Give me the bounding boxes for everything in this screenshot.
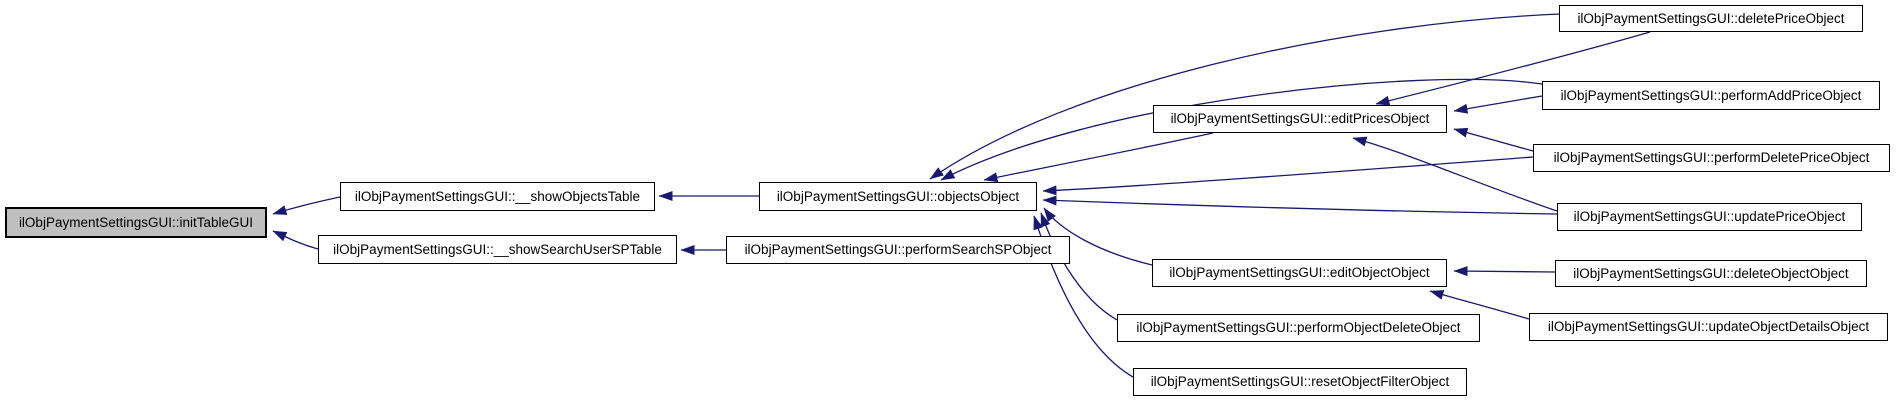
node-performSearchSPObject[interactable]: ilObjPaymentSettingsGUI::performSearchSP… (726, 236, 1070, 264)
node-editObjectObject[interactable]: ilObjPaymentSettingsGUI::editObjectObjec… (1152, 259, 1447, 287)
edge-performAddPriceObject-to-editPricesObject (1453, 95, 1543, 114)
node-showObjectsTable[interactable]: ilObjPaymentSettingsGUI::__showObjectsTa… (340, 182, 655, 211)
node-editPricesObject[interactable]: ilObjPaymentSettingsGUI::editPricesObjec… (1153, 105, 1447, 133)
node-performObjectDeleteObject[interactable]: ilObjPaymentSettingsGUI::performObjectDe… (1117, 314, 1480, 342)
node-updateObjectDetailsObject[interactable]: ilObjPaymentSettingsGUI::updateObjectDet… (1529, 313, 1888, 341)
edge-editObjectObject-to-objectsObject (1043, 207, 1153, 266)
node-updatePriceObject[interactable]: ilObjPaymentSettingsGUI::updatePriceObje… (1557, 203, 1862, 231)
node-deleteObjectObject[interactable]: ilObjPaymentSettingsGUI::deleteObjectObj… (1555, 260, 1867, 287)
node-resetObjectFilterObject[interactable]: ilObjPaymentSettingsGUI::resetObjectFilt… (1133, 368, 1467, 396)
node-initTableGUI: ilObjPaymentSettingsGUI::initTableGUI (5, 207, 267, 238)
edge-updatePriceObject-to-objectsObject (1042, 195, 1558, 215)
node-deletePriceObject[interactable]: ilObjPaymentSettingsGUI::deletePriceObje… (1559, 5, 1863, 32)
edge-showSearchUserSPTable-to-initTableGUI (272, 230, 319, 250)
edge-deletePriceObject-to-objectsObject (929, 13, 1560, 180)
edge-performDeletePriceObject-to-objectsObject (1042, 156, 1534, 196)
edge-performObjectDeleteObject-to-objectsObject (1040, 212, 1118, 321)
node-objectsObject[interactable]: ilObjPaymentSettingsGUI::objectsObject (759, 182, 1037, 211)
edge-showObjectsTable-to-initTableGUI (272, 196, 341, 215)
edge-performDeletePriceObject-to-editPricesObject (1453, 127, 1534, 152)
node-performDeletePriceObject[interactable]: ilObjPaymentSettingsGUI::performDeletePr… (1533, 144, 1890, 172)
edge-deletePriceObject-to-editPricesObject (1375, 31, 1651, 106)
edge-editPricesObject-to-objectsObject (983, 132, 1214, 183)
edge-resetObjectFilterObject-to-objectsObject (1033, 215, 1134, 378)
edge-deleteObjectObject-to-editObjectObject (1453, 266, 1556, 277)
edge-group (272, 13, 1651, 378)
edge-updatePriceObject-to-editPricesObject (1352, 136, 1558, 212)
edge-performAddPriceObject-to-objectsObject (940, 78, 1543, 181)
node-showSearchUserSPTable[interactable]: ilObjPaymentSettingsGUI::__showSearchUse… (318, 235, 677, 264)
edge-updateObjectDetailsObject-to-editObjectObject (1429, 290, 1530, 320)
node-performAddPriceObject[interactable]: ilObjPaymentSettingsGUI::performAddPrice… (1542, 81, 1880, 110)
